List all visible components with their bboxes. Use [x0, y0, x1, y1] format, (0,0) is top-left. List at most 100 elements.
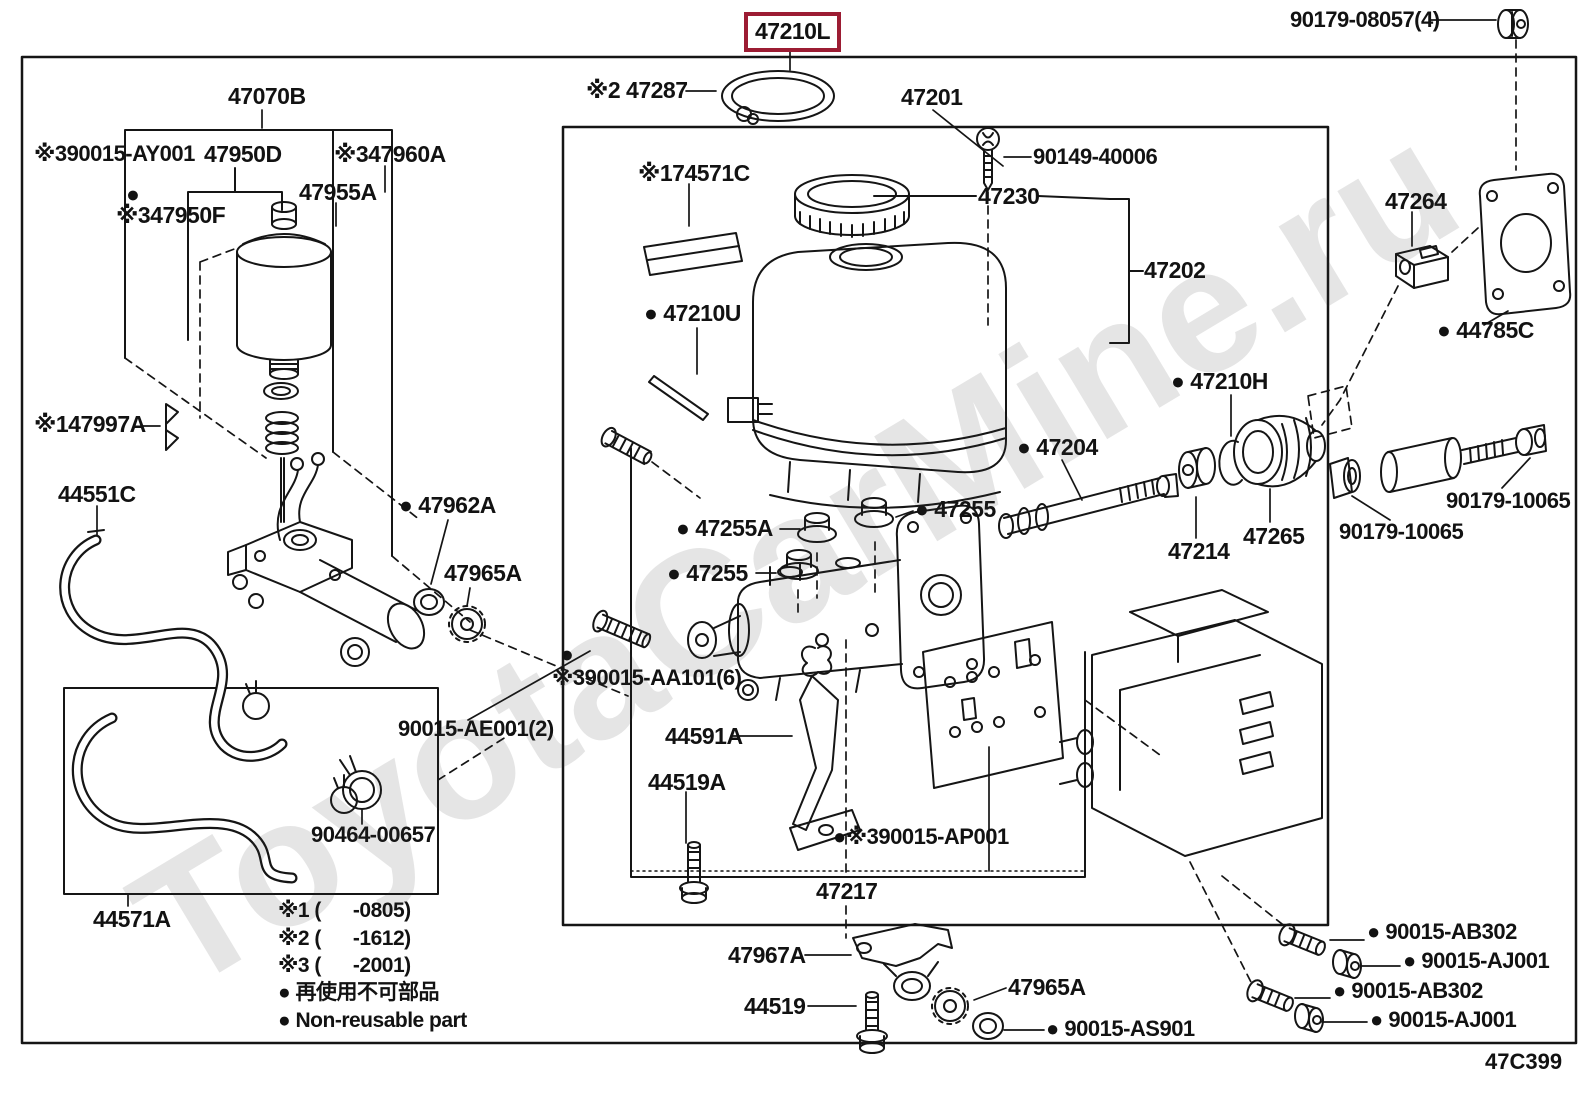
- booster-actuator: [1059, 589, 1323, 857]
- label-90015-AP001: ●※390015-AP001: [833, 824, 1009, 849]
- nut-90015-AJ001-1: [1332, 949, 1362, 979]
- label-47950D: 47950D: [204, 141, 282, 167]
- label-44551C: 44551C: [58, 481, 136, 507]
- label-47210H: ● 47210H: [1171, 368, 1268, 394]
- leader-lines: [96, 19, 1531, 1031]
- label-47201: 47201: [901, 84, 963, 110]
- label-47070B: 47070B: [228, 83, 306, 109]
- block-47264: [1395, 245, 1449, 289]
- label-47950F: ※347950F: [116, 202, 226, 228]
- pump-assembly: [227, 452, 426, 667]
- label-47962A: ● 47962A: [399, 492, 496, 518]
- stud-assembly: [1380, 424, 1547, 493]
- label-47255-left: ● 47255: [667, 560, 748, 586]
- accumulator-canister: [236, 201, 332, 380]
- label-90179-10065-left: 90179-10065: [1339, 519, 1464, 544]
- reservoir-47202: [727, 241, 1007, 509]
- rod-47210U: [648, 375, 709, 421]
- label-90015-AB302-1: ● 90015-AB302: [1367, 919, 1517, 944]
- diagram-code: 47C399: [1485, 1049, 1563, 1074]
- bolt-90015-AB302-1: [1278, 923, 1326, 956]
- label-47960A: ※347960A: [334, 141, 446, 167]
- label-47264: 47264: [1385, 188, 1447, 214]
- 47202-bracket: [873, 195, 1144, 344]
- label-47965A-upper: 47965A: [444, 560, 522, 586]
- label-90149-40006: 90149-40006: [1033, 144, 1158, 169]
- caution-plate-74571C: [643, 232, 743, 276]
- label-44571A: 44571A: [93, 906, 171, 932]
- accumulator-group-frame: [63, 129, 439, 895]
- hose-44571A: [71, 712, 298, 884]
- piston-47214: [1178, 447, 1216, 489]
- label-47955A: 47955A: [299, 179, 377, 205]
- label-47214: 47214: [1168, 538, 1230, 564]
- grommet-47255-right: [854, 497, 894, 528]
- label-90015-AA101: ※390015-AA101(6): [552, 665, 742, 690]
- hose-44551C: [59, 529, 288, 762]
- label-47255-right: ● 47255: [915, 496, 996, 522]
- bracket-47967A: [852, 923, 953, 1001]
- grommet-90015-AS901: [972, 1012, 1004, 1040]
- label-90015-AB302-2: ● 90015-AB302: [1333, 978, 1483, 1003]
- nut-90179-08057: [1497, 9, 1529, 39]
- bracket-44591A: [789, 645, 861, 851]
- label-90179-10065-right: 90179-10065: [1446, 488, 1571, 513]
- spring: [265, 411, 299, 523]
- label-90015-AJ001-1: ● 90015-AJ001: [1403, 948, 1550, 973]
- bolt-44519A: [679, 841, 709, 904]
- clip-47997A: [165, 403, 179, 451]
- label-90015-AE001: 90015-AE001(2): [398, 716, 554, 741]
- grommet-47255A: [797, 512, 837, 543]
- label-47230: 47230: [978, 183, 1040, 209]
- backing-plate-AP001: [922, 621, 1064, 789]
- label-note-3: ※3 ( -2001): [278, 954, 411, 977]
- label-note-1: ※1 ( -0805): [278, 899, 411, 922]
- hose-clamp-upper: [242, 680, 270, 720]
- nut-90015-AJ001-2: [1294, 1003, 1324, 1033]
- cylinder-subgroup-frame: [630, 447, 1086, 878]
- projection-lines: [124, 39, 1517, 985]
- splined-bushing-47965A-upper: [448, 605, 486, 643]
- label-44519A: 44519A: [648, 769, 726, 795]
- label-47265: 47265: [1243, 523, 1305, 549]
- bolt-90015-AA101: [600, 426, 653, 466]
- label-dot-47950F: ●: [126, 181, 140, 207]
- boot-47265: [1233, 414, 1326, 488]
- label-note-2: ※2 ( -1612): [278, 927, 411, 950]
- fitting-90179-10065-left: [1329, 457, 1361, 499]
- label-47202: 47202: [1144, 257, 1206, 283]
- bolt-44519: [856, 991, 888, 1054]
- label-note-4: ● 再使用不可部品: [278, 981, 440, 1004]
- label-74571C: ※174571C: [638, 160, 750, 186]
- label-47965A-bottom: 47965A: [1008, 974, 1086, 1000]
- label-47255A: ● 47255A: [676, 515, 773, 541]
- label-44997A: ※147997A: [34, 411, 146, 437]
- highlighted-part-47210L: 47210L: [744, 12, 842, 52]
- outer-frame: [20, 55, 1578, 1045]
- master-cylinder-body: [687, 504, 986, 701]
- bolt-90015-AB302-2: [1246, 979, 1294, 1012]
- gasket-ring-47287: [721, 70, 835, 125]
- master-cylinder-group-frame: [561, 125, 1330, 927]
- label-dot-AA101: ●: [560, 641, 574, 667]
- label-90179-08057: 90179-08057(4): [1290, 7, 1440, 32]
- label-44519: 44519: [744, 993, 806, 1019]
- splined-bushing-47965A-bottom: [931, 987, 969, 1025]
- label-90015-AY001: ※390015-AY001: [34, 141, 195, 166]
- reservoir-cap-47230: [794, 174, 910, 238]
- pushrod-47204: [998, 473, 1179, 539]
- label-90015-AJ001-2: ● 90015-AJ001: [1370, 1007, 1517, 1032]
- hose-clamp-90464: [339, 755, 382, 810]
- label-90464-00657: 90464-00657: [311, 822, 436, 847]
- label-47204: ● 47204: [1017, 434, 1098, 460]
- seal-ring-47962A: [413, 588, 445, 616]
- label-44591A: 44591A: [665, 723, 743, 749]
- gasket-plate-44785C: [1478, 172, 1572, 316]
- bolt-90015-AE001: [592, 609, 652, 649]
- label-note-5: ● Non-reusable part: [278, 1009, 467, 1032]
- label-44785C: ● 44785C: [1437, 317, 1534, 343]
- label-90015-AS901: ● 90015-AS901: [1046, 1016, 1195, 1041]
- label-47217: 47217: [816, 878, 878, 904]
